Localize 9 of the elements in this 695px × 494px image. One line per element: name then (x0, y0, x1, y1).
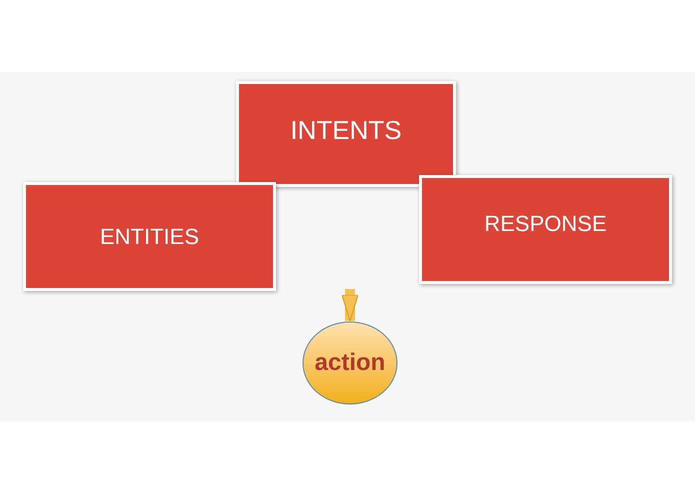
arrow (342, 289, 358, 322)
node-label: action (314, 349, 386, 377)
node-label: RESPONSE (484, 210, 607, 236)
process-box (419, 175, 672, 284)
action-circle (302, 321, 398, 405)
node-label: INTENTS (290, 114, 402, 146)
process-box (236, 81, 456, 187)
node-label: ENTITIES (100, 224, 199, 250)
process-box (23, 182, 276, 291)
